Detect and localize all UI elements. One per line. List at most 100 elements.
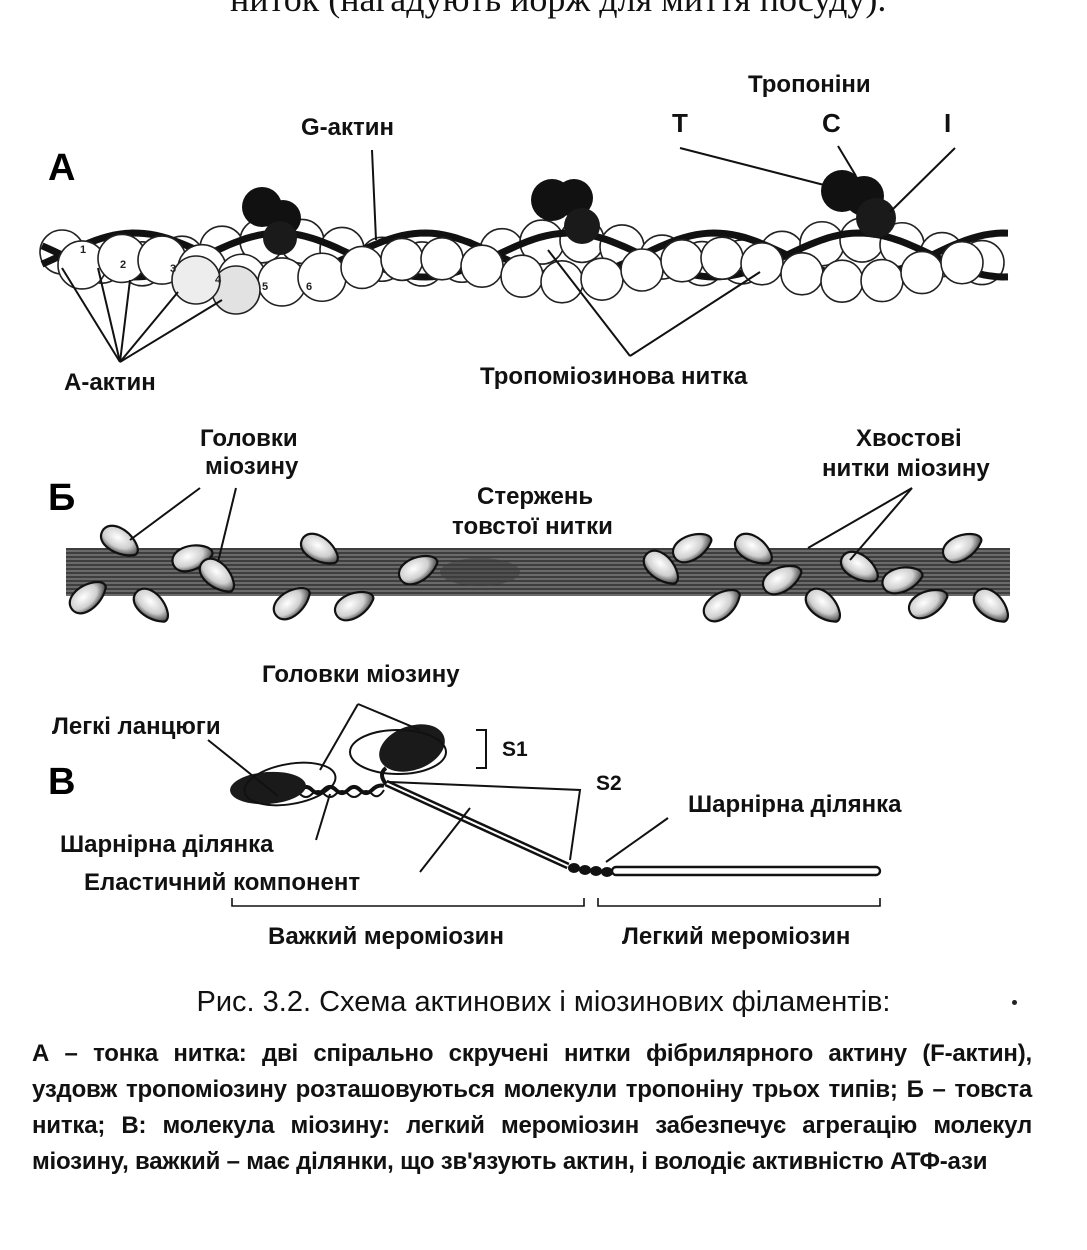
panel-a: А 1 2 3 4 5 6: [39, 71, 1009, 396]
myosin-head: [68, 580, 107, 615]
hinge-region-right: [568, 863, 613, 877]
myosin-head-shape: [272, 586, 311, 621]
myosin-head: [804, 587, 842, 623]
myosin-head-shape: [299, 532, 339, 565]
myosin-molecule: [230, 724, 882, 877]
light-meromyosin-tail: [610, 865, 882, 877]
hinge-region-left: [298, 783, 385, 795]
troponin-t-label: T: [672, 108, 688, 138]
myosin-head-shape: [881, 566, 924, 595]
myosin-heads-group: [68, 524, 1010, 623]
actin-strand-front: [57, 233, 984, 315]
actin-monomer-shaded: [171, 255, 221, 305]
s2-label: S2: [596, 772, 622, 795]
figure-caption-description: А – тонка нитка: дві спірально скручені …: [32, 1040, 1032, 1175]
panel-b-letter: Б: [48, 477, 75, 519]
actin-monomer: [780, 252, 824, 296]
myosin-head: [272, 586, 311, 621]
troponin-i-label: I: [944, 108, 951, 138]
myosin-head-shape: [642, 549, 680, 585]
myosin-head-shape: [68, 580, 107, 615]
panel-a-letter: А: [48, 147, 75, 189]
myosin-head: [702, 588, 741, 623]
elastic-component-label: Еластичний компонент: [84, 869, 360, 896]
heads-label-line1: Головки: [200, 425, 298, 452]
panel-c: В: [48, 661, 902, 950]
troponin-complex-3: [821, 170, 896, 238]
s1-bracket: [476, 729, 487, 769]
panel-c-leader-lines: [207, 703, 669, 873]
actin-monomer: [860, 258, 904, 303]
actin-monomer: [460, 244, 504, 288]
myosin-head: [132, 587, 170, 623]
monomer-number-3: 3: [170, 263, 176, 275]
myosin-head: [733, 532, 773, 565]
panel-b-leader-lines: [129, 487, 913, 563]
heads-label-line2: міозину: [205, 453, 299, 480]
tropomyosin-label: Тропоміозинова нитка: [480, 363, 748, 390]
heavy-meromyosin-label: Важкий мероміозин: [268, 923, 504, 950]
troponin-c-label: C: [822, 108, 841, 138]
myosin-head-shape: [99, 524, 139, 557]
myosin-head: [333, 590, 375, 622]
light-chains-label: Легкі ланцюги: [52, 713, 221, 740]
meromyosin-braces: [231, 898, 881, 907]
light-meromyosin-label: Легкий мероміозин: [622, 923, 850, 950]
actin-monomer: [620, 248, 664, 292]
myosin-head-shape: [671, 532, 713, 564]
myosin-head-shape: [397, 554, 439, 586]
actin-monomer: [420, 237, 464, 281]
monomer-number-6: 6: [306, 281, 312, 293]
troponin-complex-2: [531, 179, 600, 244]
stray-dot: [1012, 1000, 1017, 1005]
myosin-head: [907, 588, 949, 620]
figure-caption-title: Рис. 3.2. Схема актинових і міозинових ф…: [196, 986, 891, 1018]
myosin-head: [761, 564, 803, 596]
rod-label-line1: Стержень: [477, 483, 593, 510]
g-actin-label: G-актин: [301, 114, 394, 141]
myosin-head-shape: [702, 588, 741, 623]
hinge-left-label: Шарнірна ділянка: [60, 831, 274, 858]
actin-monomer: [500, 254, 544, 298]
panel-c-letter: В: [48, 761, 75, 803]
actin-monomer: [380, 237, 424, 282]
troponins-label: Тропоніни: [748, 71, 871, 98]
rod-label-line2: товстої нитки: [452, 513, 613, 540]
myosin-head-shape: [804, 587, 842, 623]
myosin-head: [299, 532, 339, 565]
monomer-number-5: 5: [262, 281, 268, 293]
myosin-head-shape: [198, 557, 236, 593]
actin-monomer: [700, 236, 744, 280]
myosin-head: [642, 549, 680, 585]
panel-a-leader-lines: [61, 145, 956, 363]
myosin-head: [99, 524, 139, 557]
actin-monomer: [900, 250, 944, 295]
actin-monomer: [340, 245, 384, 290]
s1-label: S1: [502, 738, 528, 761]
myosin-head-shape: [761, 564, 803, 596]
light-chain-right-outline: [349, 729, 447, 775]
myosin-head-shape: [132, 587, 170, 623]
actin-monomer: [820, 259, 864, 303]
actin-monomer: [940, 240, 984, 285]
myosin-head-right: [379, 724, 445, 772]
tails-label-line2: нитки міозину: [822, 455, 990, 482]
light-chain-left-outline: [243, 761, 337, 807]
troponin-complex-1: [242, 187, 301, 255]
monomer-number-1: 1: [80, 244, 86, 256]
tails-label-line1: Хвостові: [856, 425, 962, 452]
myosin-head-shape: [941, 532, 983, 564]
actin-monomer: [297, 252, 347, 303]
myosin-head: [397, 554, 439, 586]
panel-b: Б Головки міозину Стержень товстої нитки…: [48, 425, 1010, 623]
myosin-head: [941, 532, 983, 564]
myosin-head-shape: [333, 590, 375, 622]
top-text-fragment: ниток (нагадують йорж для миття посуду).: [230, 0, 1080, 20]
hinge-right-label: Шарнірна ділянка: [688, 791, 902, 818]
myosin-head: [671, 532, 713, 564]
monomer-number-4: 4: [215, 274, 222, 286]
a-actin-label: А-актин: [64, 369, 156, 396]
myosin-head: [972, 587, 1010, 623]
actin-monomer: [660, 239, 704, 283]
